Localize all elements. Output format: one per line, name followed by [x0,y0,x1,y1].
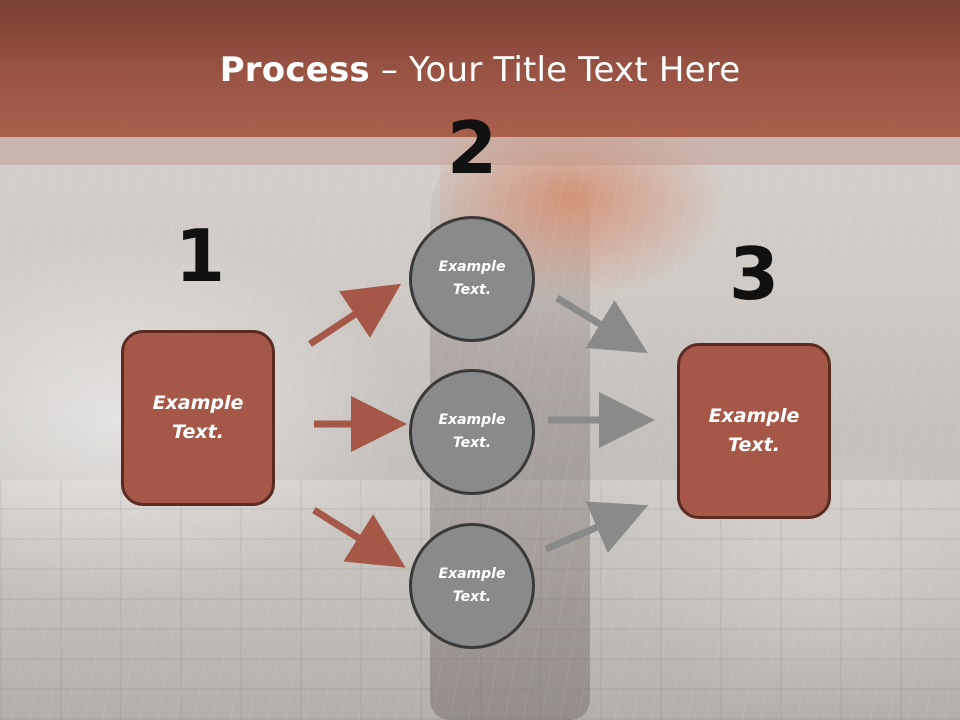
box-step-1: Example Text. [121,330,275,506]
circle-step-2-middle: Example Text. [409,369,535,495]
box-step-3-label: Example Text. [708,405,800,456]
box-step-3: Example Text. [677,343,831,519]
header-band [0,0,960,137]
arrow-top-to-right [555,295,648,354]
circle-step-2-top: Example Text. [409,216,535,342]
circle-bottom-label: Example Text. [438,566,506,605]
slide-title: Process – Your Title Text Here [0,50,960,90]
step-number-1: 1 [174,214,226,298]
circle-step-2-bottom: Example Text. [409,523,535,649]
step-number-3: 3 [728,232,780,316]
box-step-1-label: Example Text. [152,392,244,443]
title-rest: – Your Title Text Here [369,50,741,90]
header-strip [0,137,960,165]
arrow-left-to-top [308,283,402,347]
circle-top-label: Example Text. [438,259,506,298]
step-number-2: 2 [446,106,498,190]
arrow-bottom-to-right [544,501,649,554]
title-bold: Process [219,50,370,90]
circle-middle-label: Example Text. [438,412,506,451]
arrow-left-to-bottom [312,507,406,568]
